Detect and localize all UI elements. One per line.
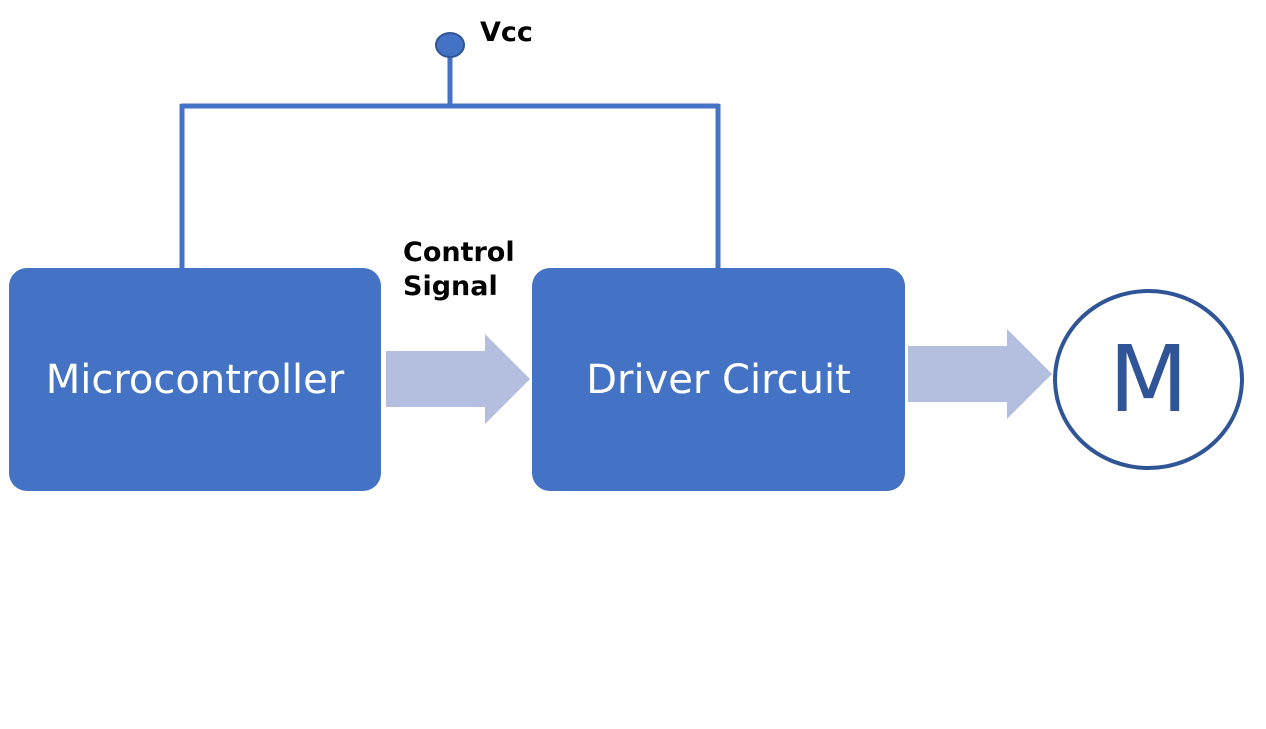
- microcontroller-block: Microcontroller: [9, 268, 381, 491]
- control-signal-arrow: [386, 334, 530, 424]
- driver-circuit-label: Driver Circuit: [586, 356, 851, 403]
- motor-symbol: M: [1108, 325, 1189, 433]
- motor-icon: M: [1053, 289, 1244, 470]
- vcc-label: Vcc: [480, 17, 533, 48]
- vcc-wiring: [179, 55, 721, 270]
- control-signal-label-line1: Control: [403, 237, 515, 268]
- drive-output-arrow: [908, 329, 1052, 419]
- driver-circuit-block: Driver Circuit: [532, 268, 905, 491]
- control-signal-label-line2: Signal: [403, 270, 498, 302]
- control-signal-label: Control Signal: [403, 236, 515, 304]
- vcc-terminal-icon: [435, 32, 465, 58]
- microcontroller-label: Microcontroller: [45, 356, 345, 403]
